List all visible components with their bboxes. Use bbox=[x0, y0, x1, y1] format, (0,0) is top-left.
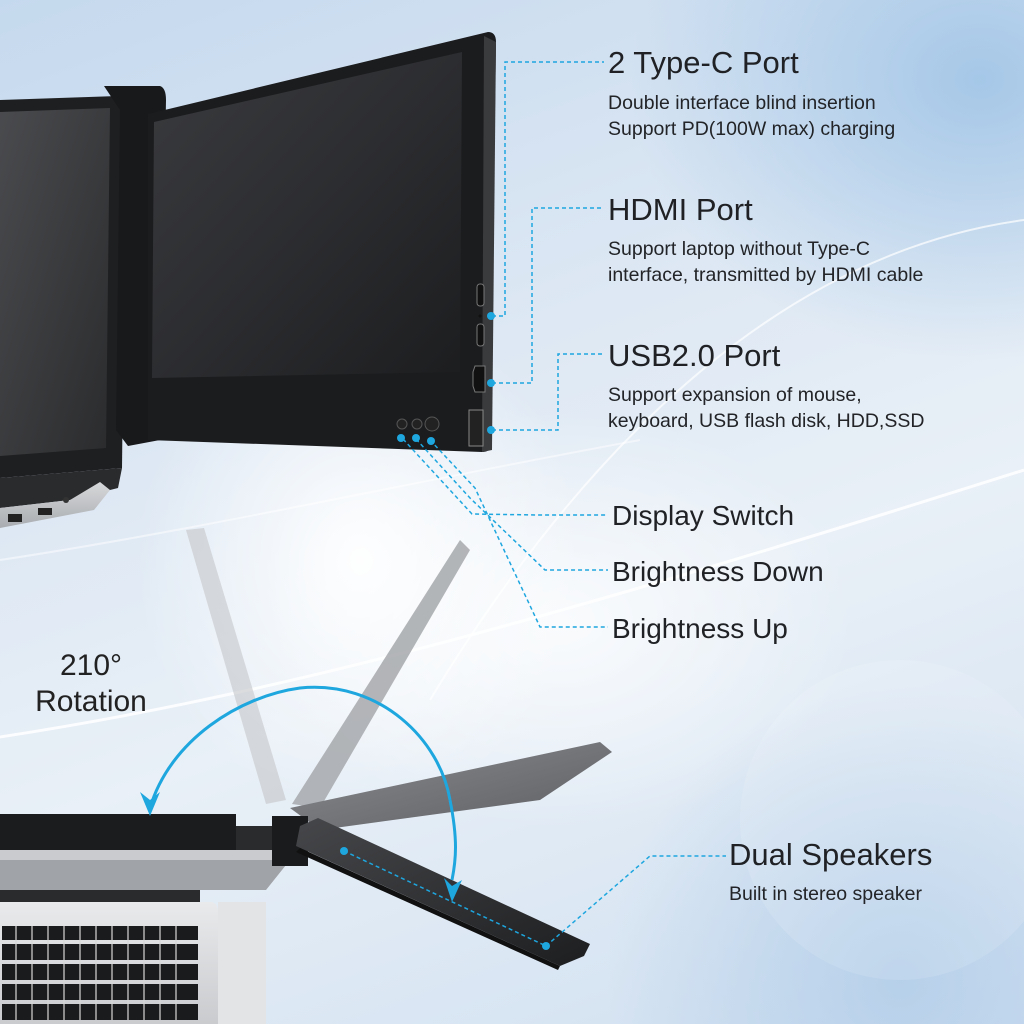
hdmi-port-desc-2: interface, transmitted by HDMI cable bbox=[608, 264, 924, 286]
type-c-port-desc-1: Double interface blind insertion bbox=[608, 92, 876, 114]
type-c-port-title: 2 Type-C Port bbox=[608, 45, 799, 80]
extension-monitor bbox=[148, 32, 496, 452]
dual-speakers-desc: Built in stereo speaker bbox=[729, 883, 922, 905]
brightness-down-label: Brightness Down bbox=[612, 556, 824, 587]
rotation-degrees: 210° bbox=[59, 649, 123, 682]
brightness-up-label: Brightness Up bbox=[612, 613, 788, 644]
keyboard-keys bbox=[2, 926, 198, 1020]
dual-speakers-title: Dual Speakers bbox=[729, 837, 933, 872]
laptop-left bbox=[0, 96, 126, 528]
rotation-label: 210° Rotation bbox=[24, 648, 158, 720]
usb-port-title: USB2.0 Port bbox=[608, 338, 781, 373]
hdmi-port-desc-1: Support laptop without Type-C bbox=[608, 238, 870, 260]
rotation-text: Rotation bbox=[35, 685, 147, 718]
hdmi-port-title: HDMI Port bbox=[608, 192, 753, 227]
usb-port-desc-2: keyboard, USB flash disk, HDD,SSD bbox=[608, 410, 925, 432]
display-switch-label: Display Switch bbox=[612, 500, 795, 531]
usb-port-desc-1: Support expansion of mouse, bbox=[608, 384, 862, 406]
rotation-arrow-icon bbox=[140, 685, 462, 902]
type-c-port-desc-2: Support PD(100W max) charging bbox=[608, 118, 896, 140]
